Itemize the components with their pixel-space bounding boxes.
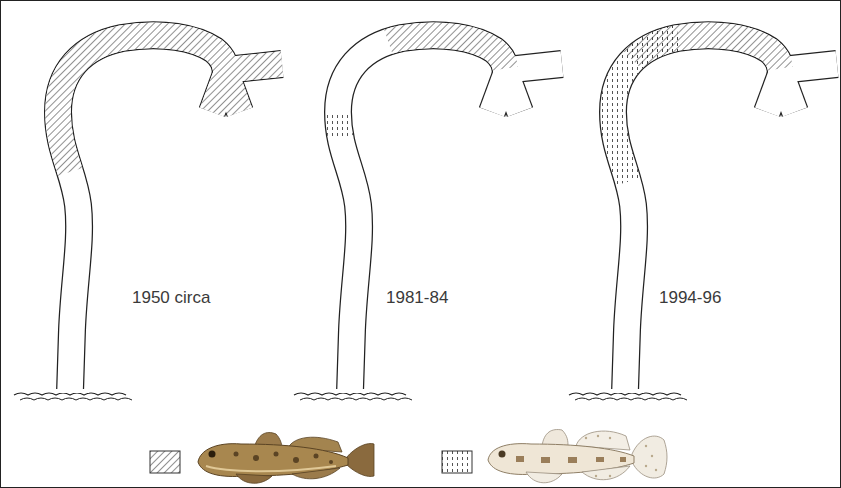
- shoreline: [575, 398, 687, 400]
- river-bed: [781, 74, 795, 112]
- river-outline: [781, 74, 795, 112]
- river-bed: [613, 35, 781, 392]
- period-label: 1981-84: [384, 288, 450, 308]
- river-bed: [226, 74, 240, 112]
- shoreline: [20, 398, 132, 400]
- river-mouth: [610, 389, 644, 393]
- river-outline: [226, 74, 240, 112]
- goby-fish-brown: [198, 433, 374, 484]
- species-range: [226, 74, 240, 112]
- river-map: [14, 35, 282, 400]
- river-bed: [506, 74, 520, 112]
- species-range: [613, 35, 781, 392]
- species-range: [613, 35, 781, 392]
- river-bed: [338, 35, 506, 392]
- dot-swatch: [442, 451, 472, 473]
- river-mouth: [55, 389, 89, 393]
- period-label: 1994-96: [657, 288, 723, 308]
- river-map: [569, 35, 837, 400]
- goby-fish-pale: [488, 430, 667, 483]
- river-mouth: [335, 389, 369, 393]
- river-bed: [58, 35, 226, 392]
- river-outline: [58, 35, 226, 392]
- river-outline: [338, 35, 506, 392]
- species-range: [613, 35, 781, 392]
- river-outline: [506, 74, 520, 112]
- species-range: [338, 35, 506, 392]
- shoreline: [294, 393, 406, 395]
- species-range: [338, 35, 506, 392]
- period-label: 1950 circa: [130, 288, 212, 308]
- hatch-swatch: [150, 451, 180, 473]
- shoreline: [569, 393, 681, 395]
- shoreline: [14, 393, 126, 395]
- river-outline: [613, 35, 781, 392]
- legend: [150, 430, 667, 484]
- river-map: [294, 35, 562, 400]
- shoreline: [300, 398, 412, 400]
- species-range: [58, 35, 226, 392]
